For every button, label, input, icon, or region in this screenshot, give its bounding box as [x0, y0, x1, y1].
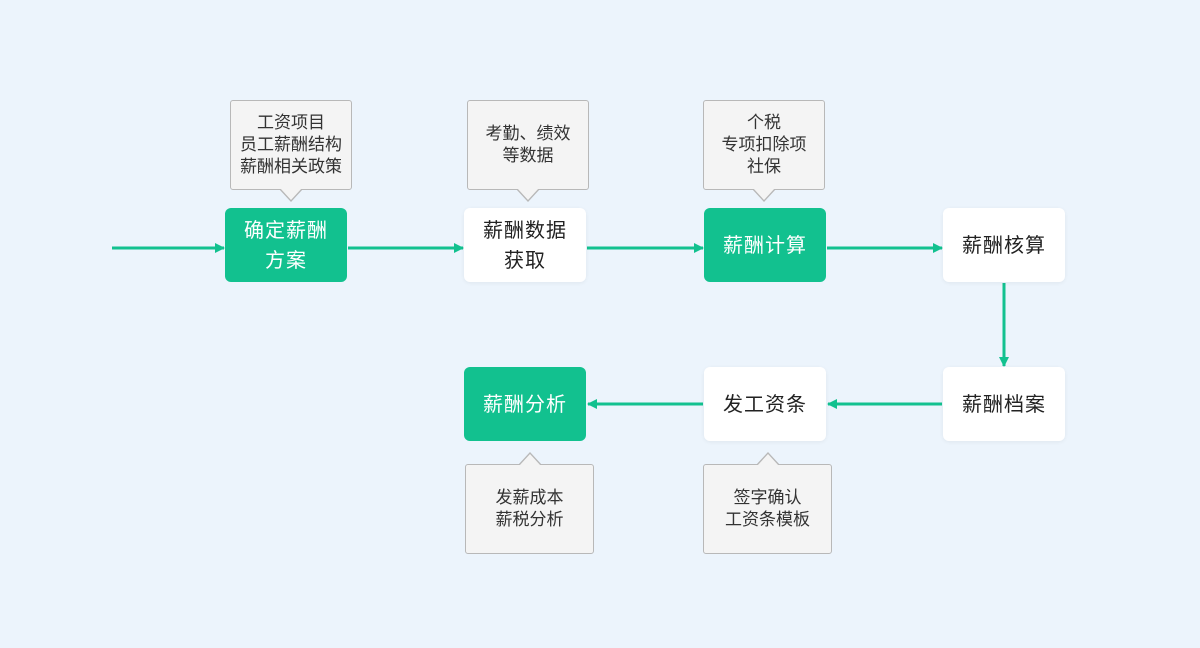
- node-salary-plan: 确定薪酬 方案: [225, 208, 347, 282]
- note-data-text: 考勤、绩效 等数据: [485, 124, 571, 166]
- note-calc-text: 个税 专项扣除项 社保: [721, 113, 807, 177]
- node-salary-archive: 薪酬档案: [943, 367, 1065, 441]
- note-payslip-text: 签字确认 工资条模板: [725, 488, 810, 530]
- node-salary-analysis: 薪酬分析: [464, 367, 586, 441]
- note-payslip: 签字确认 工资条模板: [703, 452, 832, 554]
- note-analysis-text: 发薪成本 薪税分析: [495, 488, 564, 530]
- node-salary-data: 薪酬数据 获取: [464, 208, 586, 282]
- note-analysis: 发薪成本 薪税分析: [465, 452, 594, 554]
- note-plan: 工资项目 员工薪酬结构 薪酬相关政策: [230, 100, 352, 202]
- note-calc: 个税 专项扣除项 社保: [703, 100, 825, 202]
- node-payslip: 发工资条: [704, 367, 826, 441]
- node-salary-calc: 薪酬计算: [704, 208, 826, 282]
- node-salary-check: 薪酬核算: [943, 208, 1065, 282]
- note-plan-text: 工资项目 员工薪酬结构 薪酬相关政策: [240, 113, 342, 177]
- note-data: 考勤、绩效 等数据: [467, 100, 589, 202]
